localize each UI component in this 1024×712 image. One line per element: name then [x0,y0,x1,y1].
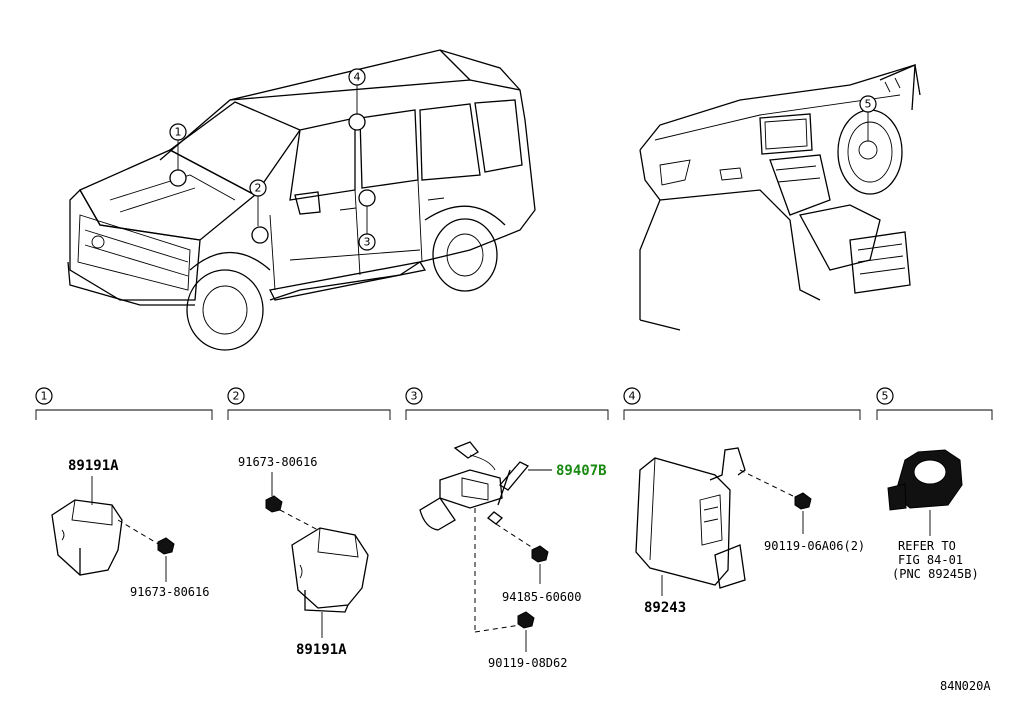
section-4-parts: 90119-06A06(2) 89243 [635,447,865,616]
section-header-2: 2 [227,387,391,420]
part-label-89191a-b: 89191A [296,642,347,658]
part-label-91673-80616-b: 91673-80616 [238,455,317,469]
callout-5: 5 [859,95,877,141]
callout-3: 3 [358,189,376,251]
refer-text-line-3: (PNC 89245B) [892,567,979,581]
refer-text-line-1: REFER TO [898,539,956,553]
svg-text:3: 3 [411,390,418,403]
interior-illustration [639,63,921,331]
part-label-91673-80616: 91673-80616 [130,585,209,599]
section-5-parts: REFER TO FIG 84-01 (PNC 89245B) [887,449,979,581]
sensor-bracket-89191a [291,527,369,613]
svg-text:5: 5 [865,98,872,111]
part-label-89191a: 89191A [68,458,119,474]
nut-icon [531,545,549,563]
svg-text:2: 2 [255,182,262,195]
callout-2: 2 [249,179,269,244]
part-label-89243: 89243 [644,600,686,616]
svg-text:2: 2 [233,390,240,403]
svg-text:5: 5 [882,390,889,403]
bolt-icon [794,492,812,510]
section-header-3: 3 [405,387,609,420]
callout-1: 1 [169,123,187,187]
sensor-bracket-89191a [51,499,123,576]
part-label-90119-08d62: 90119-08D62 [488,656,567,670]
steering-angle-sensor [887,449,963,511]
svg-text:4: 4 [629,390,636,403]
refer-text-line-2: FIG 84-01 [898,553,963,567]
figure-code: 84N020A [940,679,991,693]
height-sensor-89407b [419,441,530,531]
vehicle-illustration [67,49,536,351]
bolt-icon [517,611,535,629]
control-module-89243 [635,447,746,589]
section-3-parts: 89407B 94185-60600 90119-08D62 [419,441,607,670]
section-header-4: 4 [623,387,861,420]
svg-text:3: 3 [364,236,371,249]
part-label-90119-06a06: 90119-06A06(2) [764,539,865,553]
part-label-94185-60600: 94185-60600 [502,590,581,604]
svg-text:1: 1 [41,390,48,403]
bolt-icon [265,495,283,513]
section-2-parts: 91673-80616 89191A [238,455,369,658]
section-1-parts: 89191A 91673-80616 [51,458,209,599]
bolt-icon [157,537,175,555]
part-label-89407b: 89407B [556,463,607,479]
svg-text:4: 4 [354,71,361,84]
callout-4: 4 [348,68,366,131]
section-header-1: 1 [35,387,213,420]
section-header-5: 5 [876,387,993,420]
svg-text:1: 1 [175,126,182,139]
